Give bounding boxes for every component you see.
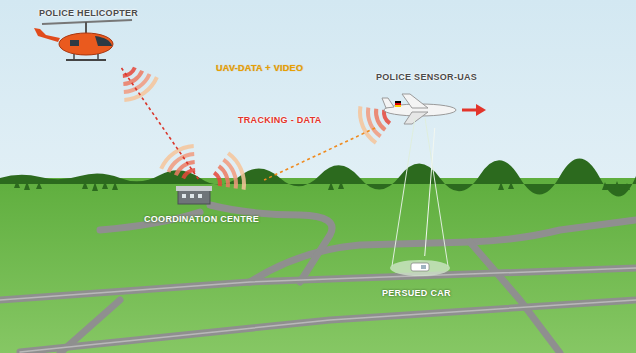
tracking-link bbox=[264, 128, 375, 180]
car-node: PERSUED CAR bbox=[378, 256, 468, 300]
road-markings bbox=[0, 268, 636, 352]
roads bbox=[0, 205, 636, 353]
signal-wave bbox=[227, 151, 246, 190]
cone-of-view bbox=[392, 118, 448, 266]
helicopter-node: POLICE HELICOPTER bbox=[35, 6, 165, 68]
signal-wave bbox=[181, 168, 195, 179]
uav-node: POLICE SENSOR-UAS bbox=[372, 70, 502, 128]
node-label: PERSUED CAR bbox=[382, 288, 451, 298]
trees bbox=[14, 180, 630, 191]
video-link bbox=[121, 68, 199, 180]
sensor-link bbox=[425, 128, 435, 256]
signal-wave bbox=[213, 171, 222, 186]
coordination-centre-node: COORDINATION CENTRE bbox=[140, 180, 290, 226]
node-label: COORDINATION CENTRE bbox=[144, 214, 259, 224]
uav-icon bbox=[382, 94, 486, 124]
node-label: POLICE SENSOR-UAS bbox=[376, 72, 477, 82]
helicopter-icon bbox=[34, 20, 132, 60]
edge-label: TRACKING - DATA bbox=[238, 115, 322, 125]
tree-line bbox=[0, 158, 636, 196]
car-icon bbox=[390, 260, 450, 276]
signal-wave bbox=[123, 67, 137, 78]
node-label: POLICE HELICOPTER bbox=[39, 8, 138, 18]
building-icon bbox=[176, 186, 212, 204]
signal-wave bbox=[218, 164, 230, 187]
signal-wave bbox=[374, 108, 386, 131]
edge-label: UAV-DATA + VIDEO bbox=[216, 63, 303, 73]
ground bbox=[0, 178, 636, 353]
signal-wave bbox=[358, 106, 377, 144]
